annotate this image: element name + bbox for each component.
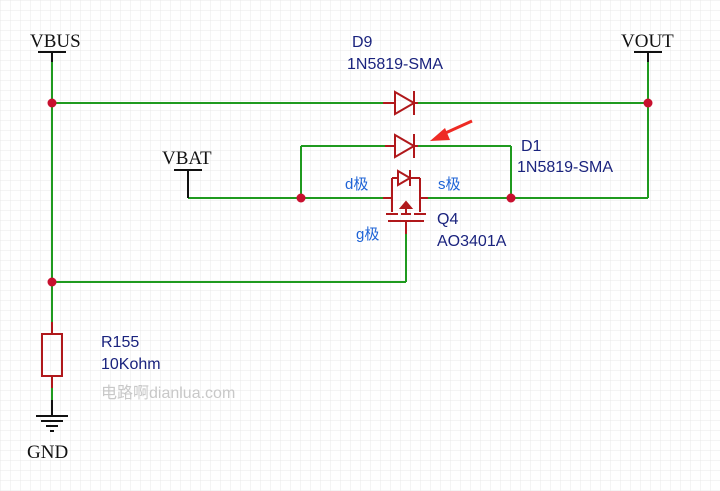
- junction-gate: [47, 277, 57, 287]
- junction-d1-right: [506, 193, 516, 203]
- diode-icon: [383, 90, 418, 116]
- d9-designator: D9: [352, 34, 373, 51]
- pmos-icon: [383, 169, 428, 234]
- junction-d1-left: [296, 193, 306, 203]
- net-label-vbus: VBUS: [30, 31, 81, 52]
- power-flags: [38, 51, 662, 198]
- q4-value: AO3401A: [437, 233, 507, 250]
- net-label-gnd: GND: [27, 442, 68, 463]
- junctions: [47, 98, 653, 287]
- r155-value: 10Kohm: [101, 356, 161, 373]
- watermark: 电路啊dianlua.com: [101, 384, 235, 402]
- wires: [51, 52, 649, 400]
- net-label-vbat: VBAT: [162, 148, 212, 169]
- red-arrow-icon: [430, 119, 473, 141]
- d1-value: 1N5819-SMA: [517, 159, 613, 176]
- r155-designator: R155: [101, 334, 139, 351]
- pin-label-gate: g极: [356, 226, 379, 243]
- net-label-vout: VOUT: [621, 31, 674, 52]
- resistor-icon: [41, 322, 63, 388]
- junction-vbus-top: [47, 98, 57, 108]
- d9-value: 1N5819-SMA: [347, 56, 443, 73]
- junction-vout-top: [643, 98, 653, 108]
- q4-designator: Q4: [437, 211, 458, 228]
- diode-icon: [385, 133, 418, 159]
- ground-icon: [36, 400, 68, 432]
- pin-label-source: s极: [438, 176, 461, 193]
- d1-designator: D1: [521, 138, 542, 155]
- pin-label-drain: d极: [345, 176, 368, 193]
